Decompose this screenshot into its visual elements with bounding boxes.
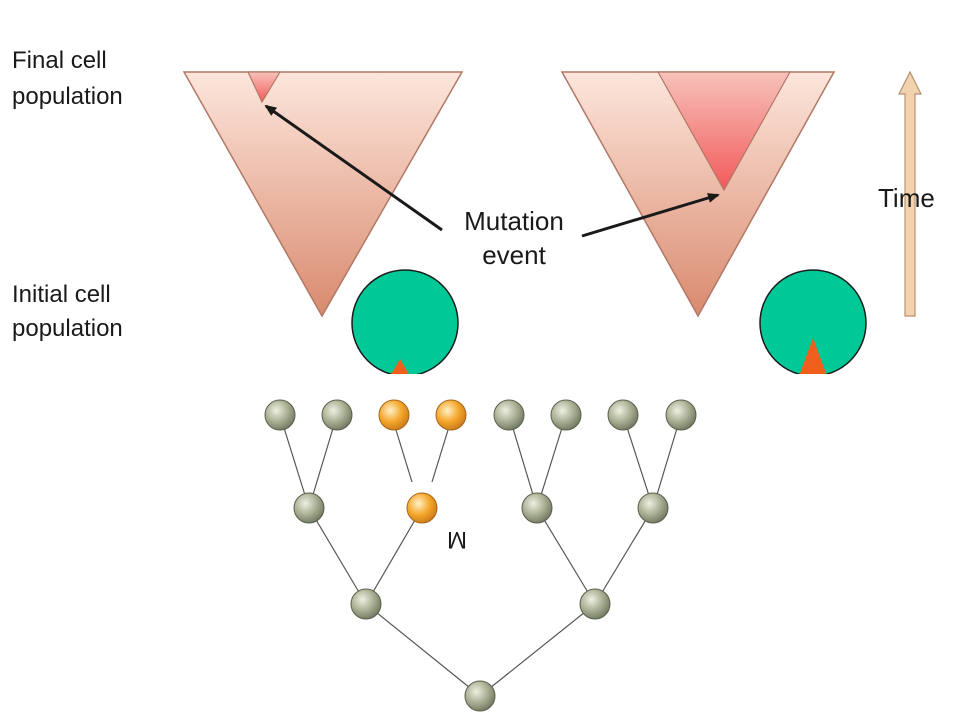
branch xyxy=(536,507,596,605)
branch xyxy=(594,507,654,605)
branch xyxy=(395,429,413,483)
branch xyxy=(308,507,367,605)
branch xyxy=(622,414,654,509)
final-cell-population-label: Final cell population xyxy=(12,47,123,110)
initial-population-right xyxy=(759,269,867,374)
initial-population-disc-left xyxy=(351,269,459,374)
mutant-cells-wedge-small xyxy=(391,359,409,374)
branch xyxy=(365,603,481,697)
mutant-cells-wedge-large xyxy=(799,338,827,374)
branch xyxy=(365,507,423,605)
mutant-clone-small xyxy=(247,71,282,104)
mutation-event-label: Mutation event xyxy=(464,206,564,270)
mutation-event-line-1: Mutation xyxy=(464,206,564,236)
branch xyxy=(308,414,338,509)
leaf-cell-7 xyxy=(607,399,639,431)
cell-gen1-left xyxy=(350,588,382,620)
leaf-cell-5 xyxy=(493,399,525,431)
lineage-tree-cells xyxy=(264,399,697,712)
branch xyxy=(508,414,538,509)
leaf-cell-6 xyxy=(550,399,582,431)
time-arrow-shape xyxy=(898,70,922,317)
root-cell xyxy=(464,680,496,712)
leaf-cell-1 xyxy=(264,399,296,431)
mutation-arrow-right xyxy=(581,193,720,238)
initial-cell-population-line-1: Initial cell xyxy=(12,281,111,308)
early-mutation-lineage xyxy=(560,71,836,318)
cell-gen2-1 xyxy=(293,492,325,524)
cell-gen2-4 xyxy=(637,492,669,524)
branch xyxy=(279,414,310,509)
branch xyxy=(536,414,567,509)
lineage-tree-branches xyxy=(279,414,682,697)
cell-gen1-right xyxy=(579,588,611,620)
final-cell-population-line-2: population xyxy=(12,83,123,110)
initial-population-left xyxy=(351,269,459,374)
initial-cell-population-line-2: population xyxy=(12,315,123,342)
cell-gen2-3 xyxy=(521,492,553,524)
mutation-marker-label: M xyxy=(447,526,467,553)
branch xyxy=(431,429,449,483)
mutation-arrow-left xyxy=(264,104,443,232)
leaf-cell-2 xyxy=(321,399,353,431)
time-arrow: Time xyxy=(878,70,935,317)
final-cell-population-line-1: Final cell xyxy=(12,47,107,74)
mutant-leaf-cell-1 xyxy=(378,399,410,431)
time-label: Time xyxy=(878,183,935,213)
mutant-cell-gen2 xyxy=(406,492,438,524)
leaf-cell-8 xyxy=(665,399,697,431)
initial-population-disc-right xyxy=(759,269,867,374)
branch xyxy=(652,414,682,509)
mutant-leaf-cell-2 xyxy=(435,399,467,431)
mutation-event-line-2: event xyxy=(482,240,546,270)
initial-cell-population-label: Initial cell population xyxy=(12,281,123,342)
mutant-clone-large xyxy=(656,71,792,192)
branch xyxy=(479,603,596,697)
